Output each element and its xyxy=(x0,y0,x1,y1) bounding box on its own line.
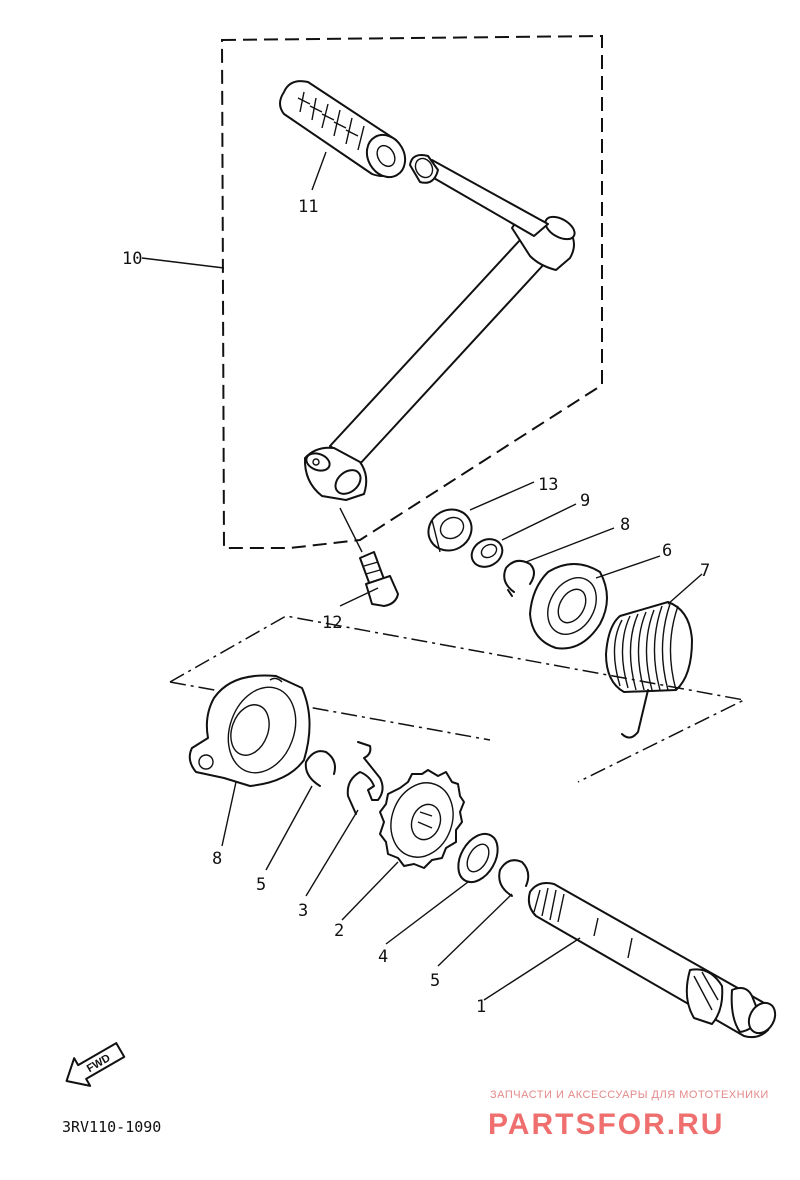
callout-8: 8 xyxy=(212,849,222,869)
callout-6: 6 xyxy=(662,541,672,561)
callout-14: 13 xyxy=(538,475,558,495)
washer-10[interactable] xyxy=(467,534,508,573)
callout-9: 8 xyxy=(620,515,630,535)
footrest-shaft xyxy=(409,154,549,237)
circlip-5-upper[interactable] xyxy=(304,750,336,787)
watermark-brand: PARTSFOR.RU xyxy=(488,1108,724,1141)
kick-lever-bolt[interactable] xyxy=(359,551,399,607)
ratchet-spring-clip[interactable] xyxy=(346,741,384,815)
callout-11: 10 xyxy=(122,249,142,269)
callout-2: 2 xyxy=(334,921,344,941)
diagram-code: 3RV110-1090 xyxy=(62,1118,161,1136)
circlip-5-lower[interactable] xyxy=(498,859,530,897)
kick-grip[interactable] xyxy=(279,80,413,184)
watermark-tagline: ЗАПЧАСТИ И АКСЕССУАРЫ ДЛЯ МОТОТЕХНИКИ xyxy=(490,1089,769,1101)
bolt-center-line xyxy=(339,507,363,553)
forward-direction-arrow-icon: FWD xyxy=(65,1042,126,1087)
circlip-9[interactable] xyxy=(503,559,535,597)
callout-5-upper: 5 xyxy=(256,875,266,895)
washer-4[interactable] xyxy=(450,827,505,889)
callout-3: 3 xyxy=(298,901,308,921)
callout-5-lower: 5 xyxy=(430,971,440,991)
shaft-assembly-alignment-box xyxy=(169,615,747,783)
oil-seal[interactable] xyxy=(421,502,479,559)
callout-13: 12 xyxy=(322,613,342,633)
kick-lever-arm[interactable] xyxy=(303,212,578,501)
kick-lever-assembly-box xyxy=(220,34,603,549)
callout-7: 7 xyxy=(700,561,710,581)
ratchet-guide[interactable] xyxy=(188,674,311,787)
callout-4: 4 xyxy=(378,947,388,967)
callout-12: 11 xyxy=(298,197,318,217)
callout-1: 1 xyxy=(476,997,486,1017)
spring-guide[interactable] xyxy=(529,563,608,650)
callout-10: 9 xyxy=(580,491,590,511)
torsion-spring[interactable] xyxy=(605,601,693,739)
kick-shaft[interactable] xyxy=(527,882,781,1039)
kick-gear[interactable] xyxy=(379,769,465,869)
leader-lines xyxy=(141,151,703,1001)
